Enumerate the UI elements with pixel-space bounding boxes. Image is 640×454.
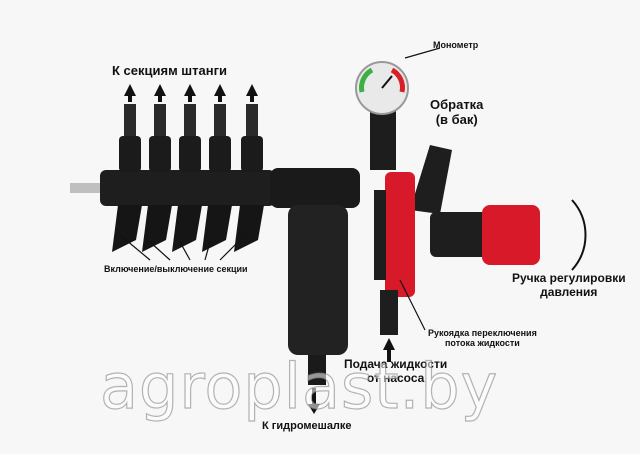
pump-inlet (380, 290, 398, 335)
label-flow-switch-handle-main: Рукоядка переключения (428, 328, 537, 338)
section-valves (112, 104, 264, 252)
label-pump-feed-main: Подача жидкости (344, 357, 448, 371)
flow-switch-handle (374, 172, 415, 297)
label-return-line: Обратка (в бак) (430, 97, 484, 128)
label-manometer: Монометр (433, 40, 479, 50)
manifold-block (70, 170, 300, 206)
leader-lines (119, 47, 441, 331)
label-pump-feed-sub: от насоса (366, 370, 425, 385)
label-pump-feed: Подача жидкости от насоса (344, 357, 448, 386)
hydromixer-arrow (308, 388, 320, 414)
label-pressure-knob-main: Ручка регулировки (512, 271, 626, 285)
watermark: agroplast.by (99, 349, 499, 423)
return-outlet (410, 145, 452, 214)
filter-bowl (270, 168, 360, 385)
label-section-toggle: Включение/выключение секции (104, 264, 248, 274)
label-hydromixer: К гидромешалке (262, 420, 352, 432)
pressure-gauge (355, 61, 409, 170)
label-return-line-main: Обратка (430, 97, 484, 112)
label-return-line-sub: (в бак) (435, 111, 478, 127)
label-pressure-knob-sub: давления (540, 284, 598, 299)
label-boom-sections: К секциям штанги (112, 63, 228, 78)
label-pressure-knob: Ручка регулировки давления (512, 271, 626, 300)
boom-arrows (124, 84, 258, 102)
label-flow-switch-handle-sub: потока жидкости (444, 338, 520, 349)
pressure-regulator (430, 199, 587, 271)
label-flow-switch-handle: Рукоядка переключения потока жидкости (428, 328, 537, 349)
pump-arrow (383, 338, 395, 362)
